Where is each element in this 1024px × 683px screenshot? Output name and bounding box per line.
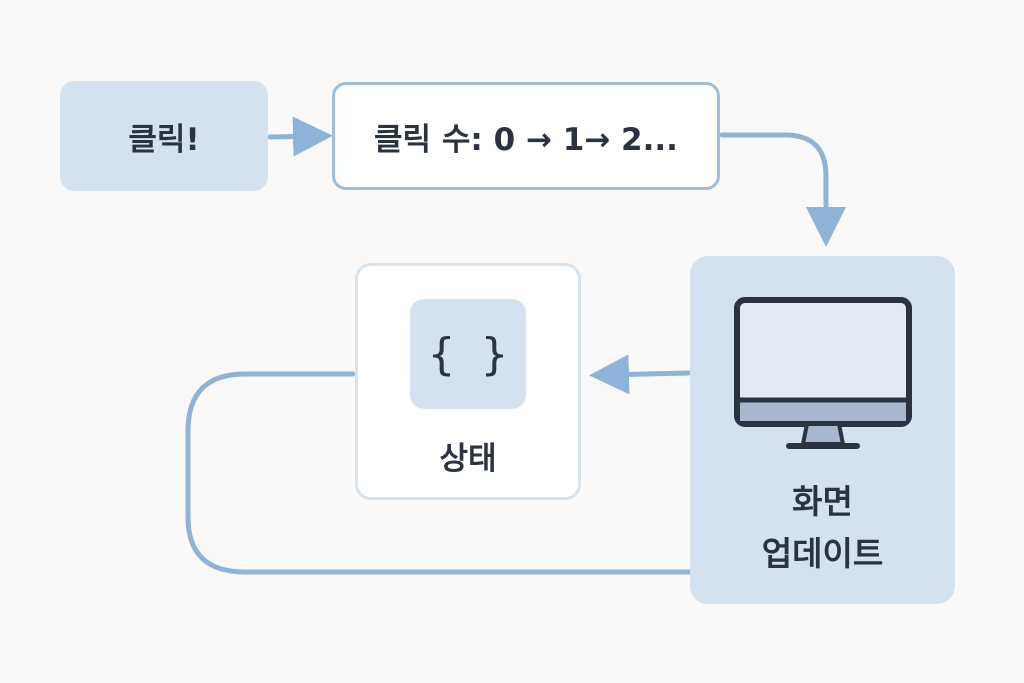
curly-braces-text: { } — [428, 328, 508, 380]
screen-update-label-line1: 화면 — [792, 482, 853, 521]
state-node: { } 상태 — [355, 263, 581, 500]
state-node-label: 상태 — [439, 441, 497, 477]
edge-click-to-counter — [267, 116, 333, 157]
screen-update-node: 화면 업데이트 — [690, 256, 955, 604]
screen-update-label: 화면 업데이트 — [762, 476, 883, 580]
curly-braces-icon: { } — [410, 299, 526, 409]
screen-update-label-line2: 업데이트 — [761, 534, 884, 573]
edge-loop-back — [185, 371, 693, 575]
click-counter-label: 클릭 수: 0 → 1→ 2... — [374, 121, 678, 158]
click-node: 클릭! — [60, 81, 268, 191]
edge-counter-to-update — [719, 132, 846, 247]
desktop-monitor-icon — [733, 297, 912, 449]
click-node-label: 클릭! — [128, 121, 200, 158]
click-counter-node: 클릭 수: 0 → 1→ 2... — [332, 82, 720, 190]
edge-update-to-state — [589, 354, 691, 395]
